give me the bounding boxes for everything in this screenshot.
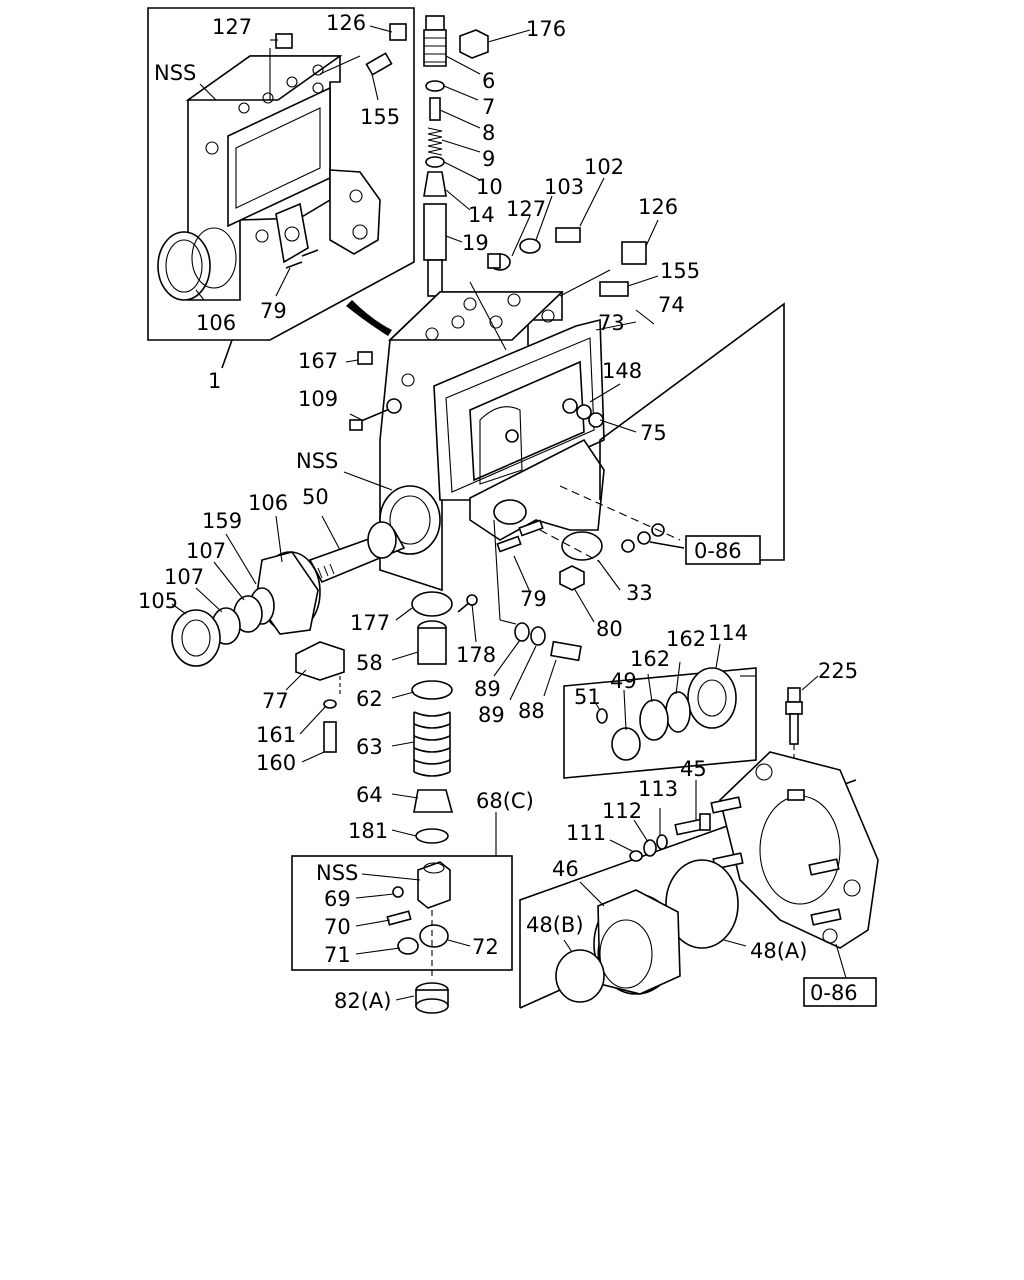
plunger-spring-stack <box>285 591 582 844</box>
callout-161: 161 <box>256 723 296 747</box>
callout-73: 73 <box>598 311 625 335</box>
callout-102: 102 <box>584 155 624 179</box>
callout-126: 126 <box>326 11 366 35</box>
callout-114: 114 <box>708 621 748 645</box>
callout-77: 77 <box>262 689 289 713</box>
callout-nss: NSS <box>154 61 196 85</box>
callout-19: 19 <box>462 231 489 255</box>
callout-8: 8 <box>482 121 495 145</box>
box-68c <box>291 812 513 1014</box>
callout-48a: 48(A) <box>750 939 807 963</box>
callout-79: 79 <box>260 299 287 323</box>
callout-75: 75 <box>640 421 667 445</box>
callout-181: 181 <box>348 819 388 843</box>
callout-162b: 162 <box>630 647 670 671</box>
main-pump-housing <box>308 291 785 625</box>
callout-46: 46 <box>552 857 579 881</box>
delivery-valve-stack <box>423 15 531 360</box>
callout-105: 105 <box>138 589 178 613</box>
callout-162: 162 <box>666 627 706 651</box>
callout-10: 10 <box>476 175 503 199</box>
callout-49: 49 <box>610 669 637 693</box>
callout-113: 113 <box>638 777 678 801</box>
callout-111: 111 <box>566 821 606 845</box>
callout-167: 167 <box>298 349 338 373</box>
callout-159: 159 <box>202 509 242 533</box>
callout-48b: 48(B) <box>526 913 584 937</box>
callout-labels: 127 126 NSS 155 106 79 1 176 6 7 8 9 10 … <box>138 11 877 1013</box>
callout-7: 7 <box>482 95 495 119</box>
inset-housing-assembly <box>147 7 415 369</box>
callout-14: 14 <box>468 203 495 227</box>
callout-nss2: NSS <box>296 449 338 473</box>
callout-71: 71 <box>324 943 351 967</box>
callout-33: 33 <box>626 581 653 605</box>
callout-68c: 68(C) <box>476 789 534 813</box>
coupling-bearing-group <box>171 515 321 667</box>
callout-64: 64 <box>356 783 383 807</box>
callout-45: 45 <box>680 757 707 781</box>
callout-176: 176 <box>526 17 566 41</box>
callout-126b: 126 <box>638 195 678 219</box>
callout-225: 225 <box>818 659 858 683</box>
callout-103: 103 <box>544 175 584 199</box>
callout-6: 6 <box>482 69 495 93</box>
callout-107: 107 <box>186 539 226 563</box>
callout-89b: 89 <box>478 703 505 727</box>
reference-box-1 <box>685 535 761 565</box>
callout-106: 106 <box>196 311 236 335</box>
callout-178: 178 <box>456 643 496 667</box>
callout-62: 62 <box>356 687 383 711</box>
callout-72: 72 <box>472 935 499 959</box>
callout-70: 70 <box>324 915 351 939</box>
callout-9: 9 <box>482 147 495 171</box>
callout-82a: 82(A) <box>334 989 391 1013</box>
callout-1: 1 <box>208 369 221 393</box>
callout-51: 51 <box>574 685 601 709</box>
callout-80: 80 <box>596 617 623 641</box>
top-right-fittings <box>469 177 659 351</box>
callout-89: 89 <box>474 677 501 701</box>
callout-112: 112 <box>602 799 642 823</box>
assembly-arrow <box>346 300 392 336</box>
reference-0-86-lower: 0-86 <box>810 981 858 1005</box>
callout-127b: 127 <box>506 197 546 221</box>
callout-155: 155 <box>360 105 400 129</box>
callout-74: 74 <box>658 293 685 317</box>
callout-107b: 107 <box>164 565 204 589</box>
callout-177: 177 <box>350 611 390 635</box>
governor-cover-group <box>519 675 879 1009</box>
callout-148: 148 <box>602 359 642 383</box>
callout-127: 127 <box>212 15 252 39</box>
callout-69: 69 <box>324 887 351 911</box>
callout-88: 88 <box>518 699 545 723</box>
callout-160: 160 <box>256 751 296 775</box>
callout-63: 63 <box>356 735 383 759</box>
callout-50: 50 <box>302 485 329 509</box>
callout-nss3: NSS <box>316 861 358 885</box>
bearing-box <box>563 643 757 779</box>
callout-79b: 79 <box>520 587 547 611</box>
callout-106b: 106 <box>248 491 288 515</box>
reference-0-86-upper: 0-86 <box>694 539 742 563</box>
callout-155b: 155 <box>660 259 700 283</box>
callout-109: 109 <box>298 387 338 411</box>
reference-box-2 <box>803 977 877 1007</box>
callout-58: 58 <box>356 651 383 675</box>
